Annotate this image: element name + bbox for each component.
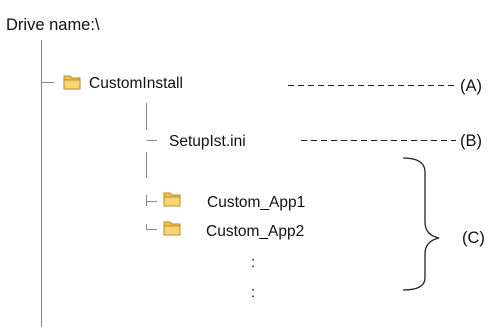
callout-a-label: (A) bbox=[460, 77, 482, 95]
custom-app2-label: Custom_App2 bbox=[206, 223, 304, 240]
custom-install-label: CustomInstall bbox=[89, 75, 183, 92]
setup-ini-label: SetupIst.ini bbox=[169, 133, 246, 150]
root-connector bbox=[41, 40, 54, 327]
custom-install-connector bbox=[146, 103, 157, 230]
ellipsis-2: : bbox=[251, 284, 255, 301]
folder-icon bbox=[163, 192, 181, 207]
callout-c-label: (C) bbox=[462, 229, 485, 247]
custom-app2-node: Custom_App2 bbox=[163, 221, 304, 240]
callout-b-label: (B) bbox=[460, 132, 482, 150]
custom-install-node: CustomInstall bbox=[63, 75, 183, 92]
callout-b: (B) bbox=[301, 132, 482, 150]
folder-icon bbox=[63, 75, 81, 90]
setup-ini-node: SetupIst.ini bbox=[169, 133, 246, 150]
callout-a: (A) bbox=[288, 77, 482, 95]
curly-brace bbox=[402, 157, 440, 291]
root-label: Drive name:\ bbox=[6, 16, 100, 34]
custom-app1-node: Custom_App1 bbox=[163, 192, 305, 211]
ellipsis-1: : bbox=[251, 254, 255, 271]
folder-icon bbox=[163, 221, 181, 236]
custom-app1-label: Custom_App1 bbox=[207, 194, 305, 211]
